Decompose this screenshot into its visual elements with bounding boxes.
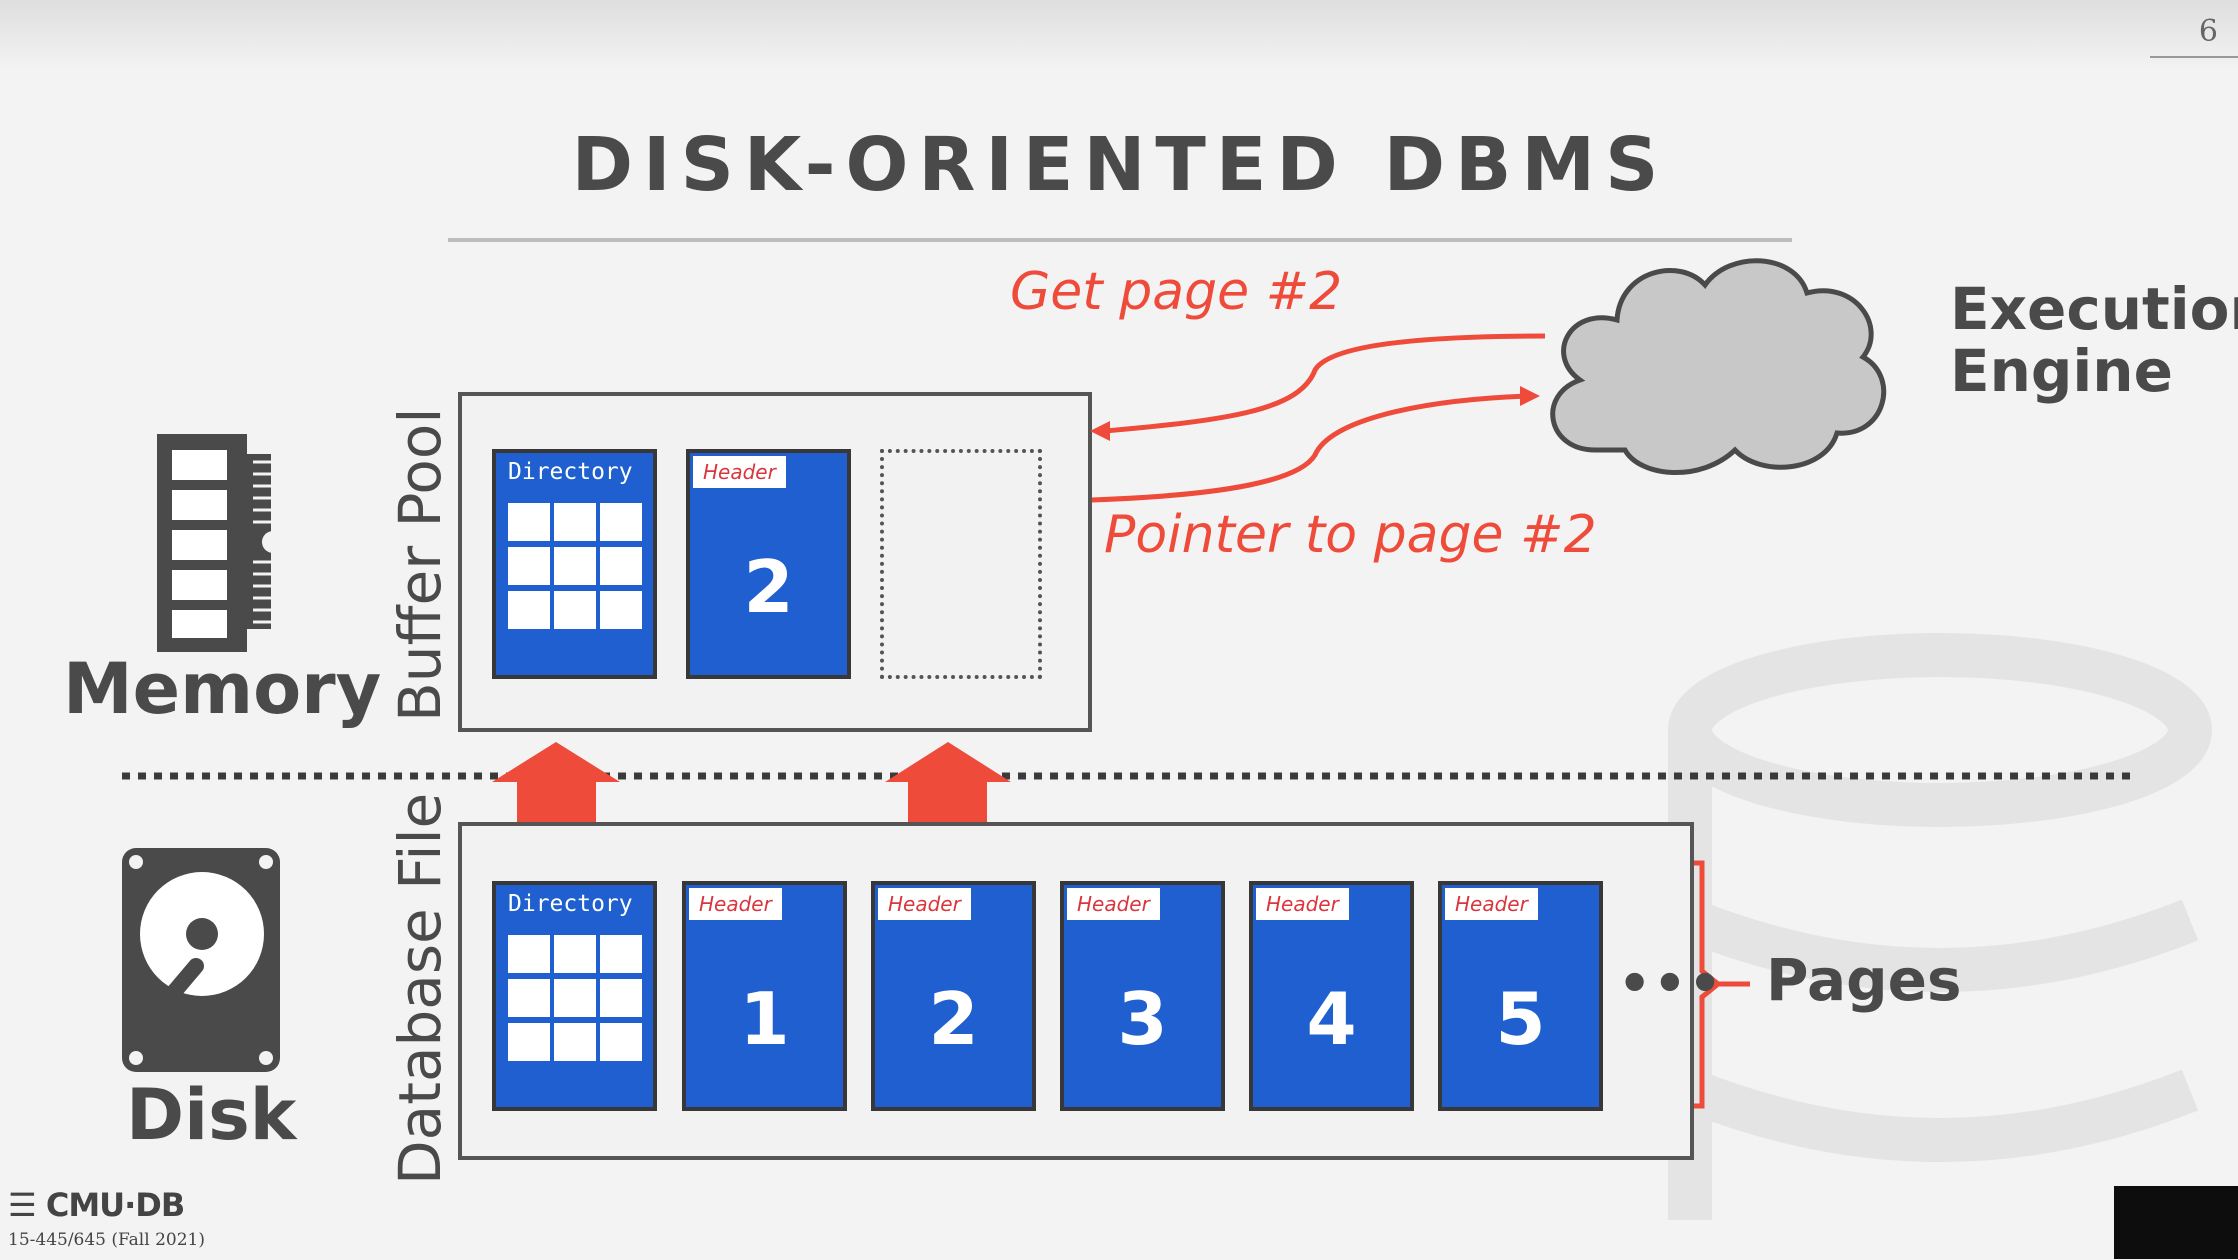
pages-label: Pages	[1766, 946, 1962, 1014]
page-number: 2	[928, 977, 979, 1061]
hard-drive-icon	[122, 848, 280, 1072]
execution-engine-line1: Execution	[1950, 275, 2238, 343]
directory-grid	[508, 503, 642, 629]
directory-label: Directory	[508, 891, 633, 917]
database-watermark-icon	[1668, 633, 2212, 1220]
buffer-pool-box: Directory Header 2	[458, 392, 1092, 732]
database-page-3[interactable]: Header 3	[1060, 881, 1225, 1111]
execution-engine-line2: Engine	[1950, 337, 2173, 405]
execution-engine-label: Execution Engine	[1950, 278, 2238, 402]
cloud-icon	[1550, 258, 1887, 475]
top-bar	[0, 0, 2238, 70]
page-header-tag: Header	[1067, 888, 1160, 920]
page-header-tag: Header	[1445, 888, 1538, 920]
directory-grid	[508, 935, 642, 1061]
memory-label: Memory	[63, 648, 382, 730]
page-header-tag: Header	[878, 888, 971, 920]
database-stack-icon: ☰	[8, 1186, 37, 1224]
page-number: 1	[739, 977, 790, 1061]
title-rule	[448, 238, 1792, 242]
page-header-tag: Header	[689, 888, 782, 920]
database-page-4[interactable]: Header 4	[1249, 881, 1414, 1111]
logo-text: CMU·DB	[45, 1186, 185, 1224]
get-page-request-arrow	[1104, 333, 1546, 434]
ram-chip-icon	[157, 434, 280, 652]
database-file-box: Directory Header 1 Header 2 Header 3 Hea…	[458, 822, 1722, 1160]
database-directory-page[interactable]: Directory	[492, 881, 657, 1111]
database-page-2[interactable]: Header 2	[871, 881, 1036, 1111]
page-number: 5	[1495, 977, 1546, 1061]
pointer-response-arrow	[1091, 393, 1528, 503]
page-number: 3	[1117, 977, 1168, 1061]
more-pages-ellipsis: •••	[1618, 954, 1724, 1014]
slide-title: DISK-ORIENTED DBMS	[571, 122, 1669, 208]
page-header-tag: Header	[1256, 888, 1349, 920]
directory-label: Directory	[508, 459, 633, 485]
video-overlay-corner	[2114, 1186, 2238, 1259]
pointer-response-text: Pointer to page #2	[1104, 505, 1597, 565]
page-number: 4	[1306, 977, 1357, 1061]
page-header-tag: Header	[693, 456, 786, 488]
database-page-1[interactable]: Header 1	[682, 881, 847, 1111]
database-page-5[interactable]: Header 5	[1438, 881, 1603, 1111]
page-number: 2	[743, 545, 794, 629]
course-label: 15-445/645 (Fall 2021)	[8, 1230, 205, 1250]
cmu-db-logo: ☰ CMU·DB	[8, 1186, 185, 1224]
empty-frame-slot[interactable]	[880, 449, 1042, 679]
slide-number: 6	[2198, 14, 2218, 49]
slide-number-rule	[2150, 56, 2238, 58]
buffer-pool-directory-page[interactable]: Directory	[492, 449, 657, 679]
buffer-pool-page-2[interactable]: Header 2	[686, 449, 851, 679]
disk-label: Disk	[126, 1074, 297, 1156]
get-page-request-text: Get page #2	[1010, 262, 1343, 322]
